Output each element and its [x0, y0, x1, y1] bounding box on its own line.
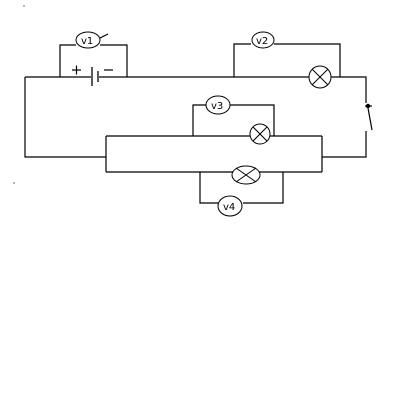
parallel-block-wires	[105, 135, 323, 173]
switch-icon	[365, 103, 373, 131]
voltmeter-v1: v1	[59, 31, 128, 77]
voltmeter-v4-branch: v4	[199, 172, 284, 217]
lamp-lower-icon	[231, 165, 261, 185]
voltmeter-v2-label: v2	[256, 36, 268, 47]
main-loop-wires	[24, 76, 367, 158]
voltmeter-v3-branch: v3	[192, 95, 275, 136]
voltmeter-v1-label: v1	[81, 36, 93, 47]
voltmeter-v2-branch: v2	[233, 31, 341, 77]
voltmeter-v4-label: v4	[223, 202, 235, 213]
battery-cell	[72, 65, 113, 86]
voltmeter-v3-label: v3	[211, 101, 223, 112]
lamp-top-icon	[308, 65, 332, 89]
stray-marks	[13, 5, 25, 184]
lamp-upper-icon	[249, 123, 271, 145]
